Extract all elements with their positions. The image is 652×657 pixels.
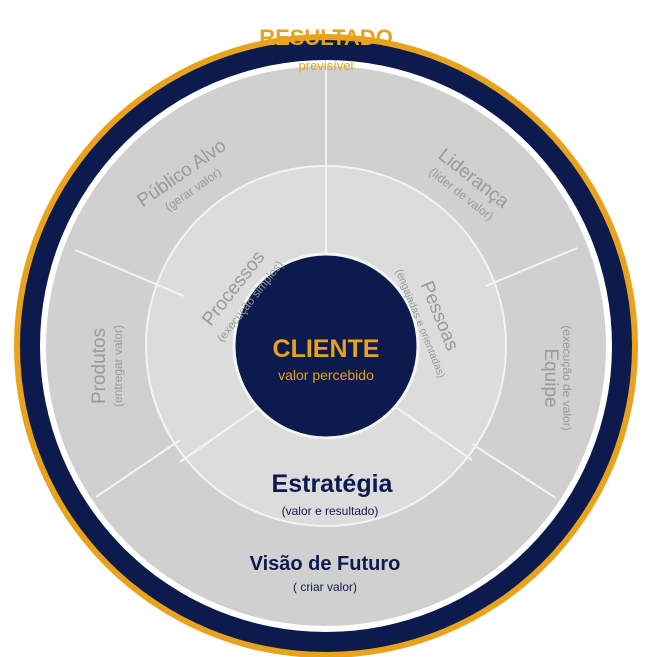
equipe-subtitle: (execução de valor): [560, 325, 574, 430]
visao-futuro-title: Visão de Futuro: [250, 553, 401, 575]
divider-bottom-left: [95, 439, 181, 498]
center-circle: [232, 252, 420, 440]
divider-right: [485, 247, 578, 287]
divider-inner-right: [393, 405, 473, 461]
divider-inner-left: [179, 405, 261, 463]
divider-left: [74, 249, 185, 297]
outer-title: RESULTADO: [259, 25, 393, 50]
equipe-title: Equipe: [540, 348, 561, 407]
inner-dividers: [179, 166, 473, 463]
produtos-label: Produtos (entregar valor): [89, 325, 125, 407]
center-subtitle: valor percebido: [278, 367, 374, 383]
center-title: CLIENTE: [273, 335, 380, 363]
equipe-label: Equipe (execução de valor): [540, 325, 574, 430]
divider-bottom-right: [471, 443, 557, 499]
outer-dividers: [74, 66, 578, 499]
outer-subtitle: previsível: [299, 58, 354, 73]
visao-futuro-subtitle: ( criar valor): [293, 580, 357, 594]
produtos-subtitle: (entregar valor): [111, 325, 125, 407]
estrategia-subtitle: (valor e resultado): [282, 504, 379, 518]
estrategia-title: Estratégia: [272, 470, 394, 498]
produtos-title: Produtos: [89, 328, 110, 404]
